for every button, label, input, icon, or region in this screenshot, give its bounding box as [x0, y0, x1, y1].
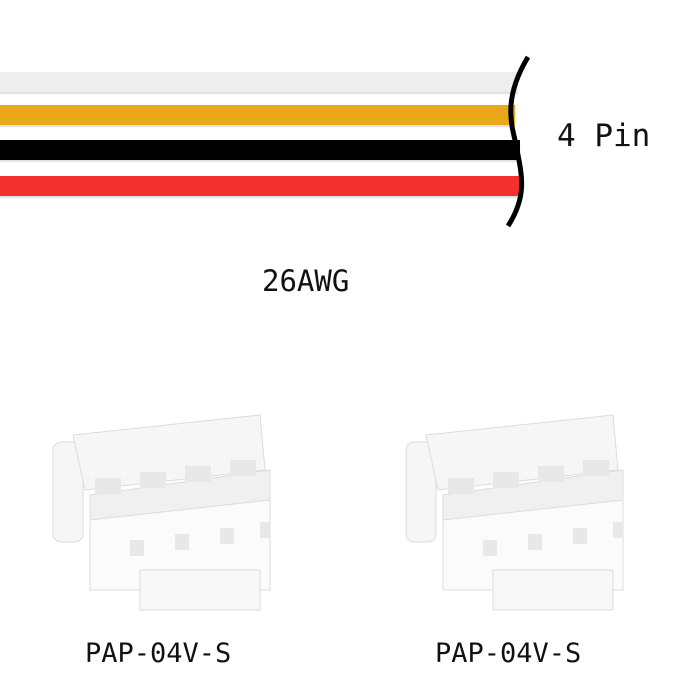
wire-black: [0, 140, 520, 160]
wire-orange: [0, 105, 515, 125]
pin-count-label: 4 Pin: [557, 118, 651, 154]
connector-part-number-left: PAP-04V-S: [85, 638, 232, 669]
wire-gauge-label: 26AWG: [262, 264, 350, 298]
brace: [505, 55, 531, 228]
wire-red: [0, 176, 522, 196]
wire-white: [0, 72, 518, 92]
connector-image-left: [52, 414, 271, 611]
connector-part-number-right: PAP-04V-S: [435, 638, 582, 669]
connector-image-right: [405, 414, 624, 611]
